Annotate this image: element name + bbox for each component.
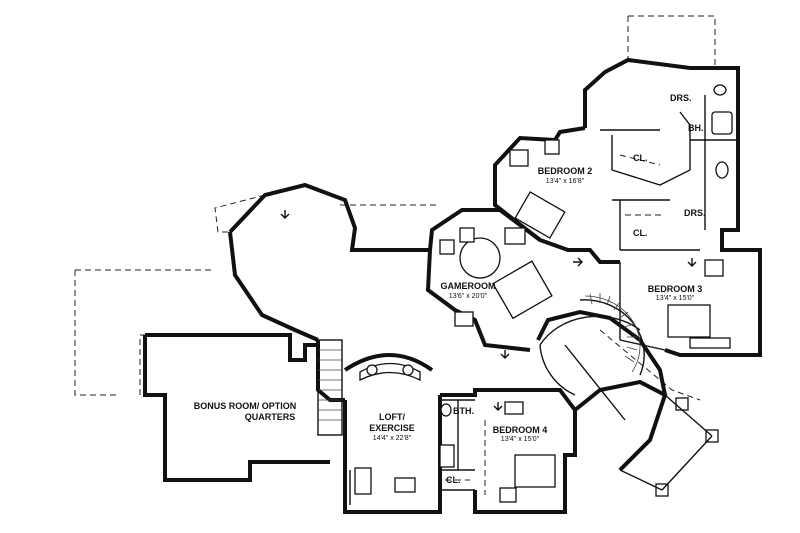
closet-label-bedroom4: CL. <box>446 475 461 485</box>
drs-label-mid: DRS. <box>684 208 706 218</box>
bh-label: BH. <box>688 123 704 133</box>
bedroom2-size: 13'4" x 16'8" <box>546 178 585 185</box>
straight-staircase <box>317 339 343 436</box>
loft-name-line1: LOFT/ <box>379 412 405 422</box>
bay-columns <box>619 394 719 497</box>
room-labels: BEDROOM 2 13'4" x 16'8" GAMEROOM 13'6" x… <box>194 93 706 485</box>
spiral-staircase <box>539 293 645 421</box>
interior-walls <box>349 95 738 505</box>
bedroom2-name: BEDROOM 2 <box>538 166 593 176</box>
gameroom-name: GAMEROOM <box>441 281 496 291</box>
loft-name-line2: EXERCISE <box>369 423 415 433</box>
loft-size: 14'4" x 22'8" <box>373 435 412 442</box>
bedroom4-size: 13'4" x 15'0" <box>501 436 540 443</box>
furniture <box>354 84 733 503</box>
closet-label-bedroom3: CL. <box>633 228 648 238</box>
bedroom3-name: BEDROOM 3 <box>648 284 703 294</box>
gameroom-size: 13'6" x 20'0" <box>449 293 488 300</box>
dashed-roof-lines <box>74 15 716 401</box>
bedroom3-size: 13'4" x 15'0" <box>656 295 695 302</box>
drs-label-top: DRS. <box>670 93 692 103</box>
closet-label-bedroom2: CL. <box>633 153 648 163</box>
bedroom4-name: BEDROOM 4 <box>493 425 548 435</box>
bonus-name-line1: BONUS ROOM/ OPTION <box>194 401 297 411</box>
door-arrows <box>280 210 697 411</box>
bath-label: BTH. <box>453 406 474 416</box>
bonus-name-line2: QUARTERS <box>245 412 296 422</box>
